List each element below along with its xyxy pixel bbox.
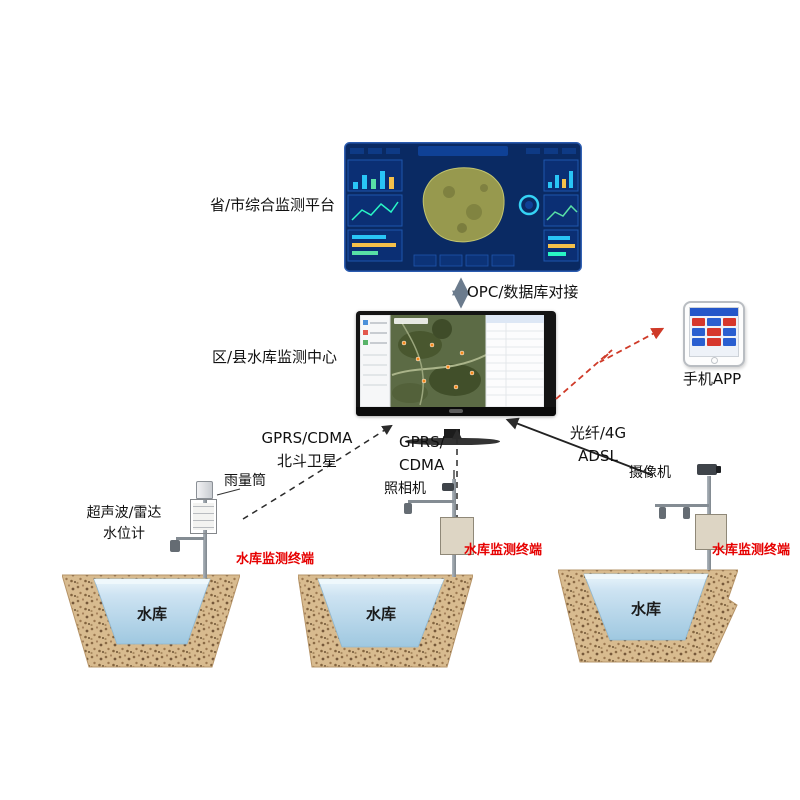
sensor-right-b bbox=[683, 507, 690, 519]
sensor-right-a bbox=[659, 507, 666, 519]
water-level-gauge-label: 超声波/雷达 水位计 bbox=[76, 503, 172, 545]
phone-app-grid bbox=[690, 316, 738, 348]
sensor-arm-middle bbox=[408, 500, 454, 503]
terminal-cabinet-left bbox=[190, 499, 217, 534]
right-uplink-line1: 光纤/4G bbox=[569, 424, 627, 442]
left-uplink-line1: GPRS/CDMA bbox=[261, 429, 353, 447]
terminal-label-middle: 水库监测终端 bbox=[463, 543, 542, 558]
reservoir-label-left: 水库 bbox=[136, 605, 167, 623]
rain-gauge-cylinder bbox=[196, 481, 213, 499]
reservoir-basin-right bbox=[558, 569, 738, 663]
terminal-label-right: 水库监测终端 bbox=[711, 543, 790, 558]
phone-screen bbox=[689, 307, 739, 357]
opc-link-label: OPC/数据库对接 bbox=[467, 283, 579, 301]
monitoring-center-label: 区/县水库监测中心 bbox=[212, 348, 338, 366]
terminal-cabinet-right bbox=[695, 514, 727, 550]
sensor-middle bbox=[404, 503, 412, 514]
platform-dashboard-screen bbox=[344, 142, 582, 272]
monitor-stand-base bbox=[405, 438, 500, 445]
monitor-bezel bbox=[356, 407, 556, 416]
phone-app-header bbox=[690, 308, 738, 316]
reservoir-basin-middle bbox=[298, 574, 473, 668]
photo-camera-label: 照相机 bbox=[384, 481, 426, 497]
sensor-arm-left bbox=[176, 537, 204, 540]
mid-uplink-label: GPRS/ CDMA bbox=[399, 431, 445, 476]
connector-phone bbox=[555, 327, 665, 400]
monitoring-center-monitor bbox=[356, 311, 556, 416]
mid-uplink-line2: CDMA bbox=[399, 455, 445, 474]
reservoir-label-right: 水库 bbox=[630, 600, 661, 618]
terminal-label-left: 水库监测终端 bbox=[235, 552, 314, 567]
phone-home-button bbox=[711, 357, 718, 364]
rain-gauge-label: 雨量筒 bbox=[224, 473, 266, 489]
water-level-sensor bbox=[170, 540, 180, 552]
right-uplink-label: 光纤/4G ADSL bbox=[556, 422, 640, 467]
video-camera-label: 摄像机 bbox=[629, 465, 671, 481]
sensor-arm-right bbox=[655, 504, 709, 507]
reservoir-label-middle: 水库 bbox=[365, 605, 396, 623]
cctv-camera-device bbox=[697, 464, 721, 475]
dashboard-graphics bbox=[344, 142, 582, 272]
platform-label: 省/市综合监测平台 bbox=[210, 196, 336, 214]
photo-camera-device bbox=[442, 483, 454, 491]
monitoring-pole-left bbox=[203, 492, 207, 578]
left-uplink-label: GPRS/CDMA 北斗卫星 bbox=[252, 427, 362, 472]
left-uplink-line2: 北斗卫星 bbox=[276, 451, 337, 470]
phone-app-label: 手机APP bbox=[682, 370, 742, 388]
water-level-line1: 超声波/雷达 bbox=[86, 505, 162, 521]
mid-uplink-line1: GPRS/ bbox=[399, 433, 445, 451]
reservoir-basin-left bbox=[62, 574, 240, 668]
camera-lens bbox=[716, 466, 721, 473]
antenna-middle bbox=[453, 470, 455, 480]
monitor-logo bbox=[449, 409, 463, 413]
water-level-line2: 水位计 bbox=[103, 526, 145, 542]
mobile-phone bbox=[683, 301, 745, 367]
right-uplink-line2: ADSL bbox=[578, 446, 618, 465]
monitor-map-graphics bbox=[360, 315, 544, 407]
